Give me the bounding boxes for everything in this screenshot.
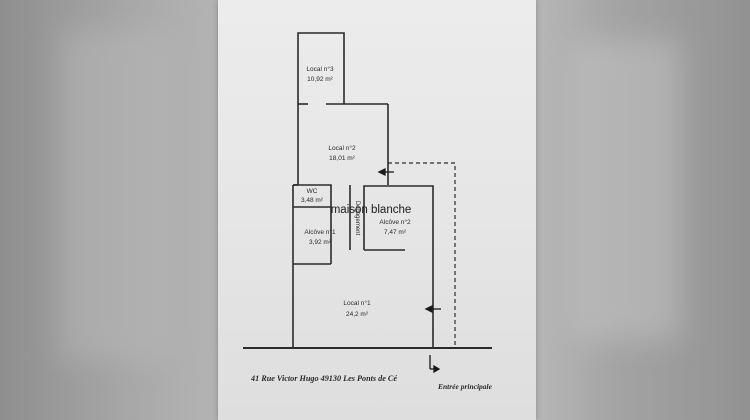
alcove2-name: Alcôve n°2	[379, 218, 411, 226]
background-blur-left	[60, 30, 180, 360]
local3-name: Local n°3	[306, 65, 334, 73]
wall-local3	[297, 32, 345, 104]
alcove1-area: 3,92 m²	[309, 239, 332, 246]
arrow-local2-head	[377, 167, 386, 177]
local1-area: 24,2 m²	[346, 311, 369, 318]
address-text: 41 Rue Victor Hugo 49130 Les Ponts de Cé	[250, 374, 397, 383]
alcove1-name: Alcôve n°1	[304, 228, 336, 236]
local3-area: 10,92 m²	[307, 76, 333, 83]
wall-wc	[293, 184, 332, 208]
arrow-local1-head	[424, 304, 433, 314]
background-blur-right	[570, 40, 680, 340]
degagement-label: Dégagement	[354, 201, 360, 236]
paper-sheet	[218, 0, 536, 420]
arrow-entry-head	[433, 364, 441, 374]
wall-alcove2	[363, 185, 434, 348]
alcove2-area: 7,47 m²	[384, 229, 407, 236]
watermark-logo: maison blanche	[331, 204, 412, 216]
dashed-boundary	[388, 162, 456, 348]
local2-name: Local n°2	[328, 144, 356, 152]
wc-name: WC	[307, 188, 318, 195]
local1-name: Local n°1	[343, 299, 371, 307]
local2-area: 18,01 m²	[329, 155, 355, 162]
wc-area: 3,48 m²	[301, 197, 324, 204]
entrance-label: Entrée principale	[437, 382, 493, 391]
